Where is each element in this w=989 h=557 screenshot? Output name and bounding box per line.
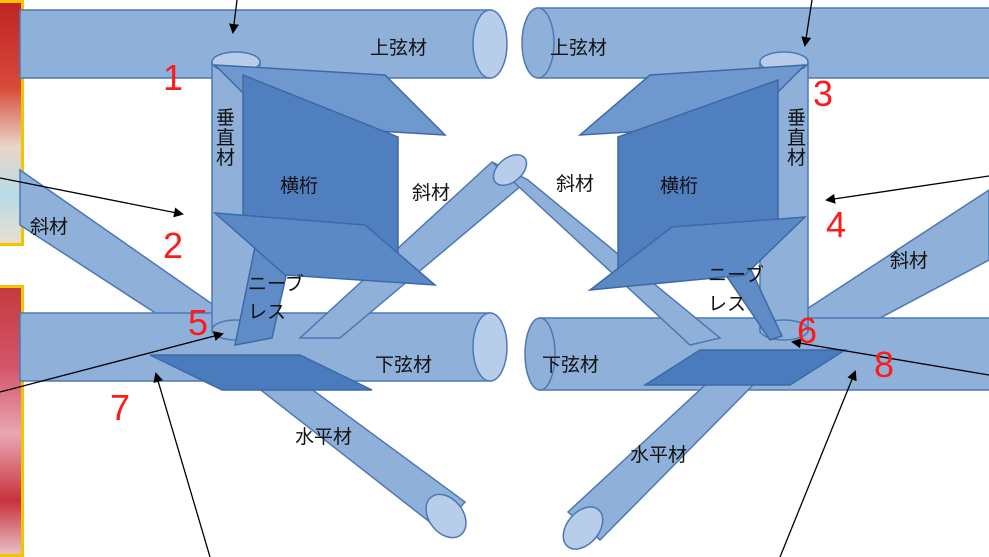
label-knee-brace-right-line2: レス (708, 293, 746, 315)
label-diagonal-far-right: 斜材 (890, 250, 928, 272)
label-vertical-left-char-1: 垂 (216, 107, 235, 129)
label-lateral-right: 水平材 (630, 444, 687, 466)
label-knee-brace-left-line1: ニーブ (248, 272, 304, 295)
label-diagonal-center-left: 斜材 (412, 182, 450, 204)
label-vertical-left-char-3: 材 (216, 147, 235, 169)
arrow-to-7 (153, 372, 211, 557)
arrow-to-1 (229, 0, 239, 34)
label-vertical-right-char-2: 直 (787, 127, 806, 149)
number-7: 7 (110, 387, 130, 428)
number-6: 6 (797, 310, 817, 351)
arrow-to-6 (791, 338, 989, 376)
gusset-plate-right (642, 349, 848, 386)
label-diagonal-center-right: 斜材 (556, 173, 594, 195)
label-vertical-right-char-3: 材 (787, 147, 806, 169)
arrow-to-2 (0, 177, 184, 218)
floor-beam-right (577, 64, 808, 291)
number-4: 4 (826, 204, 846, 245)
arrow-to-8 (779, 370, 857, 557)
label-knee-brace-right-line1: ニーブ (708, 263, 764, 286)
label-knee-brace-left-line2: レス (248, 301, 286, 323)
floor-beam-left (212, 64, 447, 286)
arrow-to-4 (825, 175, 989, 204)
label-bottom-chord-left: 下弦材 (375, 354, 432, 376)
arrow-to-3 (801, 0, 813, 47)
number-3: 3 (813, 73, 833, 114)
label-lateral-left: 水平材 (295, 426, 352, 448)
number-1: 1 (163, 57, 183, 98)
label-top-chord-left: 上弦材 (370, 37, 427, 59)
label-top-chord-right: 上弦材 (550, 37, 607, 59)
label-vertical-right: 垂 直 材 (787, 107, 812, 169)
number-8: 8 (874, 344, 894, 385)
label-diagonal-far-left: 斜材 (30, 216, 68, 238)
label-vertical-right-char-1: 垂 (787, 107, 806, 129)
number-5: 5 (188, 302, 208, 343)
gusset-plate-left (149, 354, 373, 391)
label-vertical-left: 垂 直 材 (216, 107, 241, 169)
lateral-member-right (562, 361, 762, 550)
label-vertical-left-char-2: 直 (216, 127, 235, 149)
label-bottom-chord-right: 下弦材 (542, 354, 599, 376)
label-floor-beam-right: 横桁 (660, 175, 698, 197)
arrow-to-5 (0, 331, 224, 393)
number-2: 2 (163, 225, 183, 266)
label-floor-beam-left: 横桁 (280, 175, 318, 197)
diagonal-member-center-right (491, 153, 722, 346)
